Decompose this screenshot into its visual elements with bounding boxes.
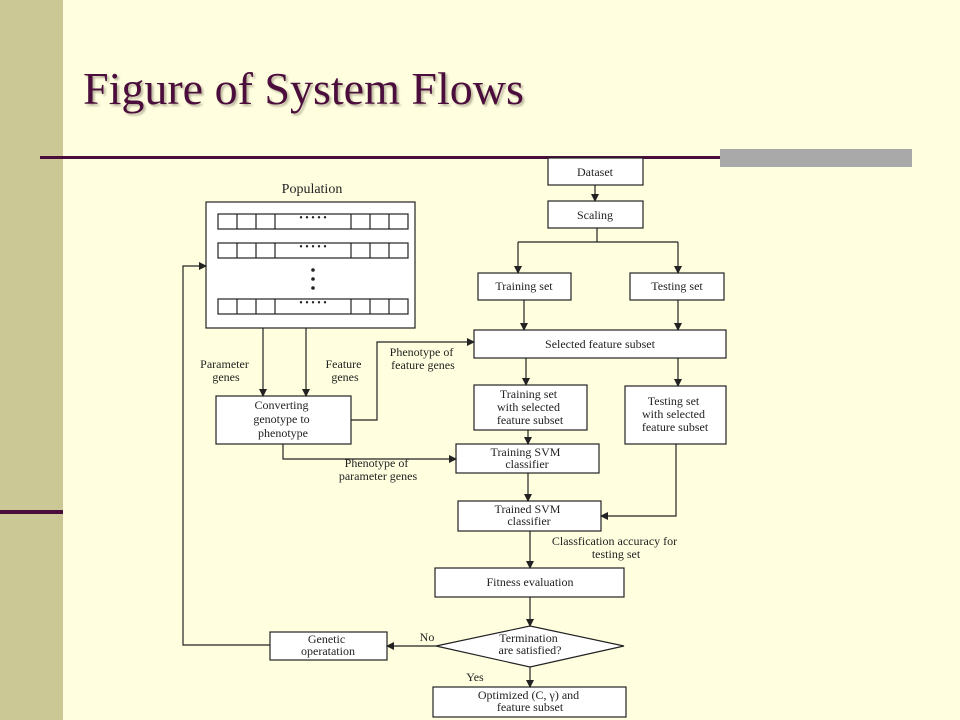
title-rule [40,156,912,159]
title-rule-accent [720,149,912,167]
testing-set-label: Testing set [651,279,703,293]
no-label: No [420,630,435,644]
chromosome-row: • • • • • [217,213,409,230]
fitness-evaluation-box [434,567,625,598]
genetic-operation-label: Genetic operatation [301,632,355,658]
sidebar-band [0,0,63,720]
trained-svm-label: Trained SVM classifier [495,502,564,528]
parameter-genes-label: Parameter genes [200,357,252,384]
fitness-evaluation-label: Fitness evaluation [487,575,574,589]
chromosome-dots: • • • • • [299,213,327,224]
training-svm-label: Training SVM classifier [491,445,564,471]
training-selected-label: Training set with selected feature subse… [497,387,564,427]
converting-box [215,395,352,445]
chromosome-dots: • • • • • [299,242,327,253]
chromosome-dots: • • • • • [299,298,327,309]
genetic-operation-box [269,631,388,661]
dataset-label: Dataset [577,165,614,179]
vertical-ellipsis [311,268,315,290]
scaling-box [547,200,644,229]
population-label: Population [282,182,343,197]
connectors [182,185,682,688]
scaling-label: Scaling [577,208,613,222]
selected-feature-subset-label: Selected feature subset [545,337,656,351]
phenotype-parameter-label: Phenotype of parameter genes [339,456,418,483]
yes-label: Yes [466,670,484,684]
selected-feature-subset-box [473,329,727,359]
phenotype-feature-label: Phenotype of feature genes [390,345,457,372]
optimized-output-label: Optimized (C, γ) and feature subset [478,688,582,714]
sidebar-accent-line [0,510,63,514]
trained-svm-box [457,500,602,532]
feature-genes-label: Feature genes [326,357,365,384]
termination-label: Termination are satisfied? [499,631,562,657]
testing-selected-label: Testing set with selected feature subset [642,394,709,434]
training-selected-box [473,384,588,431]
accuracy-label: Classfication accuracy for testing set [552,534,680,561]
slide-title: Figure of System Flows [83,63,524,114]
chromosome-row: • • • • • [217,242,409,259]
converting-label: Converting genotype to phenotype [253,398,312,440]
training-set-label: Training set [495,279,553,293]
optimized-output-box [432,686,627,718]
chromosome-row: • • • • • [217,298,409,315]
testing-set-box [629,272,725,301]
dataset-box [547,157,644,186]
